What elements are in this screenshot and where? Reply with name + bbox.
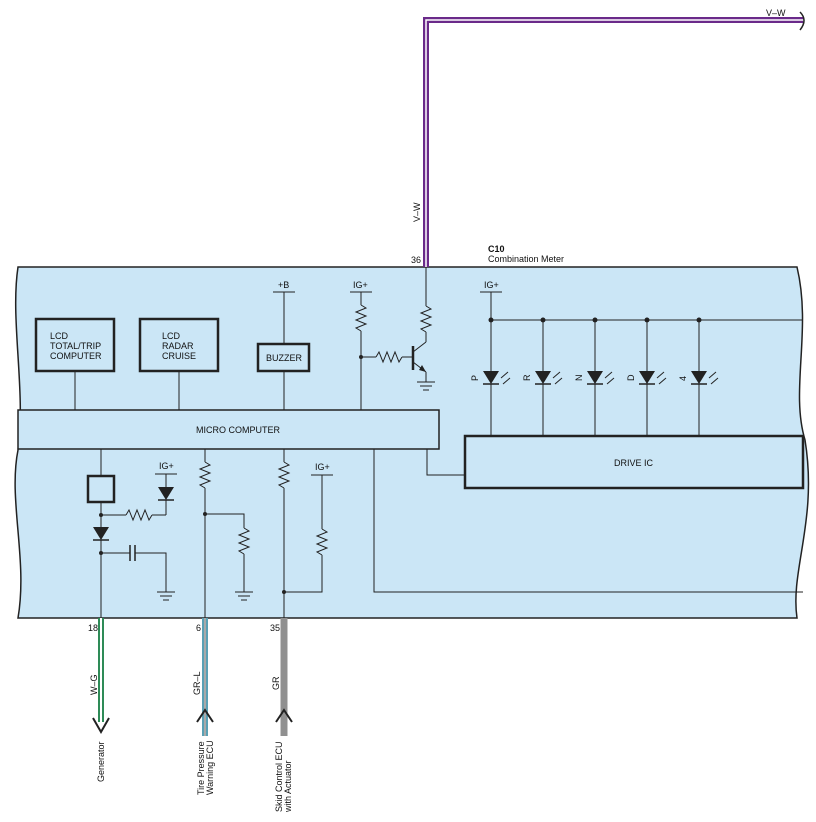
resistor-skid-ig [315,528,329,556]
pin-35: 35 [270,623,280,633]
resistor-ig [354,304,368,332]
svg-text:DRIVE IC: DRIVE IC [614,458,654,468]
resistor-generator [125,508,153,522]
led-4: 4 [678,317,719,436]
led-d: D [626,317,667,436]
led-p: P [470,317,511,436]
svg-text:D: D [626,374,636,381]
svg-text:N: N [574,375,584,382]
wire-gr-label: GR [271,676,281,690]
dest-tire-pressure-line1: Tire Pressure [196,741,206,795]
dest-skid-control-line1: Skid Control ECU [274,741,284,812]
wire-gr-l-label: GR–L [192,671,202,695]
lcd-radar-cruise-block: LCD RADAR CRUISE [138,317,220,373]
svg-text:BUZZER: BUZZER [266,353,303,363]
supply-ig-lower-right: IG+ [315,462,330,472]
drive-ic-block: DRIVE IC [463,434,805,490]
transistor [411,341,427,373]
wire-v-w-label-vertical: V–W [412,202,422,222]
led-r: R [522,317,563,436]
lcd-total-trip-block: LCD TOTAL/TRIP COMPUTER [34,317,116,373]
wire-w-g-label: W–G [89,674,99,695]
wire-v-w [423,17,803,267]
svg-text:CRUISE: CRUISE [162,351,196,361]
resistor-tire-ground [237,527,251,555]
dest-generator: Generator [96,741,106,782]
buzzer-block: BUZZER [256,342,311,373]
supply-ig-transistor: IG+ [353,280,368,290]
wire-gr [275,618,293,736]
resistor-tire-pull [198,461,212,489]
ground-transistor [417,381,435,391]
wire-w-g [92,618,110,735]
pin-36: 36 [411,255,421,265]
supply-ig-leds: IG+ [484,280,499,290]
pin-18: 18 [88,623,98,633]
resistor-collector [419,305,433,333]
svg-text:TOTAL/TRIP: TOTAL/TRIP [50,341,101,351]
dest-tire-pressure-line2: Warning ECU [205,740,215,795]
supply-plus-b: +B [278,280,289,290]
wire-gr-l [196,618,214,736]
wire-v-w-label-top: V–W [766,8,786,18]
svg-text:R: R [522,374,532,381]
micro-computer-block: MICRO COMPUTER [17,409,440,450]
supply-ig-lower-left: IG+ [159,461,174,471]
connector-id: C10 [488,244,505,254]
svg-text:LCD: LCD [162,331,181,341]
resistor-base [375,350,403,364]
svg-text:P: P [470,375,480,381]
diode-ig [158,487,174,501]
svg-text:4: 4 [678,376,688,381]
ground-capacitor [157,591,175,601]
dest-skid-control-line2: with Actuator [283,760,293,813]
resistor-skid [277,461,291,489]
led-n: N [574,317,615,436]
svg-text:LCD: LCD [50,331,69,341]
svg-text:COMPUTER: COMPUTER [50,351,102,361]
connector-name: Combination Meter [488,254,564,264]
ground-tire [235,591,253,601]
generator-sense-box [86,474,116,504]
svg-text:RADAR: RADAR [162,341,194,351]
svg-text:MICRO COMPUTER: MICRO COMPUTER [196,425,280,435]
pin-6: 6 [196,623,201,633]
